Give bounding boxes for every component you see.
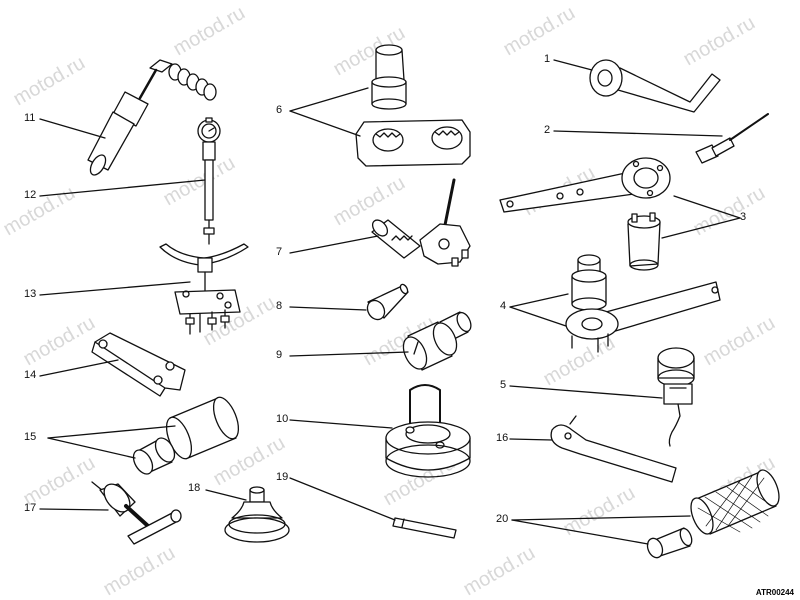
leader-13 (39, 281, 191, 296)
tool-4-drawing (565, 254, 721, 353)
callout-10: 10 (276, 413, 289, 425)
leader-10 (289, 419, 393, 429)
leader-8 (289, 306, 367, 311)
tool-11-drawing (87, 59, 217, 176)
callout-8: 8 (276, 300, 283, 312)
callout-6: 6 (276, 104, 283, 116)
leader-14 (39, 359, 119, 377)
tool-17-drawing (91, 481, 182, 545)
tool-15-drawing (132, 396, 240, 475)
leader-11 (39, 118, 106, 139)
leader-1 (553, 59, 593, 71)
callout-13: 13 (24, 288, 37, 300)
leader-15a (47, 425, 176, 439)
callout-3: 3 (740, 211, 747, 223)
callout-7: 7 (276, 246, 283, 258)
callout-15: 15 (24, 431, 37, 443)
tool-12-drawing (197, 117, 221, 245)
callout-18: 18 (188, 482, 201, 494)
leader-4b (509, 306, 567, 327)
leader-5 (509, 385, 663, 399)
leader-2 (553, 130, 723, 137)
leader-6b (289, 110, 361, 137)
tool-10-drawing (385, 384, 471, 478)
leader-20a (511, 515, 691, 521)
callout-1: 1 (544, 53, 551, 65)
tool-16-drawing (550, 415, 677, 483)
tool-13-drawing (159, 243, 249, 335)
drawing-code: ATR00244 (755, 588, 794, 597)
callout-9: 9 (276, 349, 283, 361)
leader-3b (661, 217, 741, 239)
tool-1-drawing (589, 59, 721, 113)
leader-15b (47, 437, 136, 459)
leader-7 (289, 235, 379, 254)
tool-19-drawing (392, 517, 457, 539)
callout-5: 5 (500, 379, 507, 391)
leader-17 (39, 508, 109, 511)
tool-5-drawing (657, 347, 695, 447)
callout-4: 4 (500, 300, 507, 312)
tool-9-drawing (402, 311, 472, 371)
leader-16 (509, 438, 553, 441)
tool-3-drawing (499, 157, 671, 271)
tool-7-drawing (371, 178, 471, 267)
callout-19: 19 (276, 471, 289, 483)
leader-20b (511, 519, 649, 545)
leader-9 (289, 351, 409, 357)
callout-20: 20 (496, 513, 509, 525)
leader-19 (289, 477, 396, 521)
callout-11: 11 (24, 112, 36, 124)
callout-2: 2 (544, 124, 551, 136)
tool-18-drawing (224, 486, 290, 543)
callout-17: 17 (24, 502, 37, 514)
callout-12: 12 (24, 189, 37, 201)
tool-8-drawing (366, 283, 409, 321)
leader-4a (509, 293, 569, 308)
leader-12 (39, 179, 206, 197)
leader-18 (205, 489, 247, 501)
callout-14: 14 (24, 369, 37, 381)
tool-2-drawing (695, 113, 769, 164)
tool-14-drawing (91, 332, 186, 397)
leader-3a (673, 195, 741, 219)
tool-20-drawing (646, 469, 780, 559)
leader-6a (289, 87, 369, 112)
callout-16: 16 (496, 432, 509, 444)
tool-6-drawing (355, 44, 471, 167)
